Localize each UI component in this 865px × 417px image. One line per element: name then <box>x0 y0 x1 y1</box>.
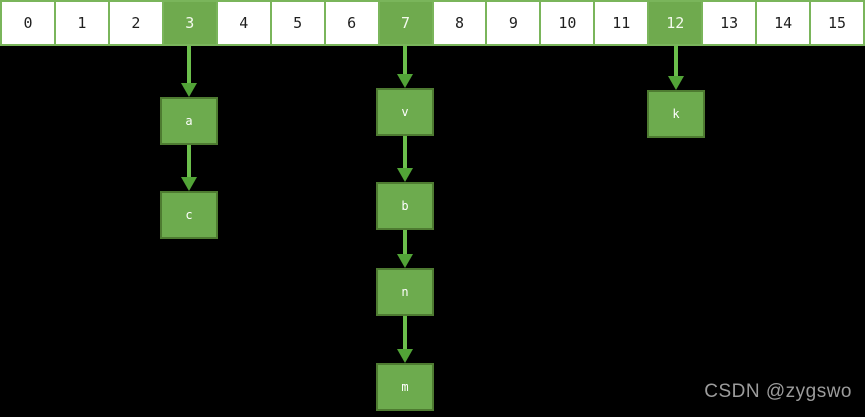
array-cell-6: 6 <box>325 2 380 44</box>
arrow-stem <box>403 316 407 351</box>
array-cell-0: 0 <box>2 2 56 44</box>
arrow-stem <box>403 46 407 76</box>
array-cell-8: 8 <box>433 2 488 44</box>
node-box-b: b <box>376 182 434 230</box>
down-arrow-icon <box>397 74 413 88</box>
node-box-c: c <box>160 191 218 239</box>
node-box-n: n <box>376 268 434 316</box>
array-cell-11: 11 <box>595 2 650 44</box>
array-cell-14: 14 <box>757 2 812 44</box>
down-arrow-icon <box>668 76 684 90</box>
arrow-stem <box>674 46 678 78</box>
array-cell-3: 3 <box>163 2 218 44</box>
node-box-v: v <box>376 88 434 136</box>
down-arrow-icon <box>397 168 413 182</box>
array-cell-7: 7 <box>379 2 434 44</box>
down-arrow-icon <box>397 254 413 268</box>
array-cell-13: 13 <box>703 2 758 44</box>
node-box-m: m <box>376 363 434 411</box>
watermark: CSDN @zygswo <box>704 381 852 402</box>
down-arrow-icon <box>181 83 197 97</box>
node-box-k: k <box>647 90 705 138</box>
array-cell-5: 5 <box>271 2 326 44</box>
array-cell-15: 15 <box>811 2 863 44</box>
down-arrow-icon <box>397 349 413 363</box>
array-cell-1: 1 <box>55 2 110 44</box>
node-box-a: a <box>160 97 218 145</box>
down-arrow-icon <box>181 177 197 191</box>
array-cell-12: 12 <box>649 2 704 44</box>
arrow-stem <box>403 230 407 256</box>
array-cell-2: 2 <box>109 2 164 44</box>
arrow-stem <box>187 46 191 85</box>
array-cell-9: 9 <box>487 2 542 44</box>
array-cell-4: 4 <box>217 2 272 44</box>
arrow-stem <box>187 145 191 179</box>
arrow-stem <box>403 136 407 170</box>
array-cell-10: 10 <box>541 2 596 44</box>
